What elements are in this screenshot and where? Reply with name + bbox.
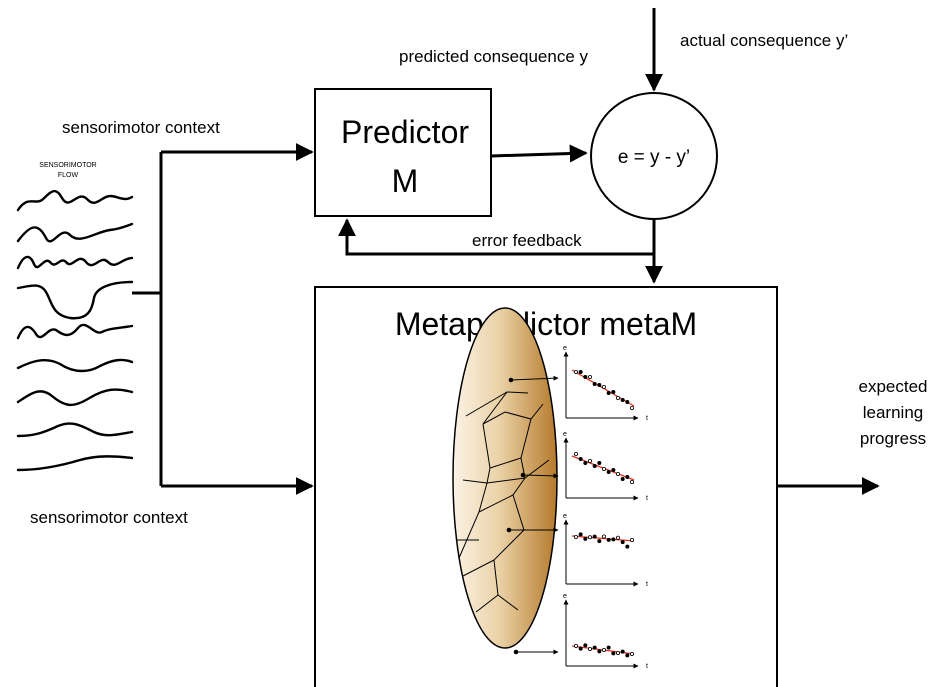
plot-point [574,644,579,649]
plot-point [602,384,607,389]
plot-point [630,479,635,484]
sensorimotor-flow-waves [16,189,134,472]
plot-point [588,458,593,463]
plot-point [620,397,625,402]
learning-curve-plot: et [563,593,648,670]
plot-point [583,460,588,465]
plot-point [606,645,611,650]
plot-point [578,532,583,537]
plot-point [578,646,583,651]
plot-x-label: t [646,415,648,422]
plot-point [578,456,583,461]
plot-point [625,653,630,658]
context-branch-lines [132,143,314,495]
plot-point [597,649,602,654]
plot-y-label: e [563,431,567,438]
plot-point [583,536,588,541]
predicted-consequence-label: predicted consequence y [399,47,589,66]
plot-point [588,647,593,652]
plot-point [592,534,597,539]
metapredictor-title: Metapredictor metaM [395,306,697,342]
plot-point [583,643,588,648]
region-arrows [509,375,559,655]
plot-point [574,451,579,456]
plot-point [611,389,616,394]
flow-label-line2: FLOW [58,172,79,179]
plot-point [578,369,583,374]
plot-point [616,395,621,400]
plot-point [597,539,602,544]
plot-point [592,381,597,386]
learning-curve-plot: et [563,513,648,588]
error-feedback-lines [338,218,663,284]
plot-point [625,544,630,549]
plot-y-label: e [563,593,567,600]
plot-point [611,651,616,656]
learning-curve-plot: et [563,431,648,502]
error-feedback-label: error feedback [472,231,582,250]
plot-point [625,399,630,404]
plot-point [606,390,611,395]
plot-point [597,382,602,387]
sensorimotor-context-bottom-label: sensorimotor context [30,508,188,527]
plot-point [611,467,616,472]
output-label-line3: progress [860,429,926,448]
plot-point [588,535,593,540]
plot-point [630,652,635,657]
output-label-line1: expected [859,377,928,396]
plot-point [620,476,625,481]
plot-point [583,374,588,379]
plot-point [574,369,579,374]
predictor-title: Predictor [341,114,469,150]
actual-consequence-label: actual consequence y’ [680,31,848,50]
predictor-subtitle: M [392,163,419,199]
plot-x-label: t [646,663,648,670]
sensorimotor-context-top-label: sensorimotor context [62,118,220,137]
plot-point [630,538,635,543]
plot-trend-line [571,535,635,542]
plot-point [620,649,625,654]
plot-y-label: e [563,345,567,352]
predicted-arrow [490,144,588,163]
plot-point [597,460,602,465]
plot-point [592,645,597,650]
plot-point [602,534,607,539]
plot-point [602,466,607,471]
plot-x-label: t [646,581,648,588]
flow-label-line1: SENSORIMOTOR [39,162,96,169]
plot-point [616,471,621,476]
plot-point [611,537,616,542]
plot-point [606,537,611,542]
plot-point [574,535,579,540]
plot-point [616,651,621,656]
plot-point [602,648,607,653]
plot-point [592,463,597,468]
output-label-line2: learning [863,403,924,422]
predictor-box [314,88,492,217]
plot-point [616,535,621,540]
plot-point [588,374,593,379]
plot-point [630,405,635,410]
plot-y-label: e [563,513,567,520]
plot-point [625,474,630,479]
plot-x-label: t [646,495,648,502]
error-formula: e = y - y’ [618,147,690,168]
plot-point [620,540,625,545]
plot-point [606,469,611,474]
region-ellipse [452,307,558,655]
learning-curve-plot: et [563,345,648,422]
